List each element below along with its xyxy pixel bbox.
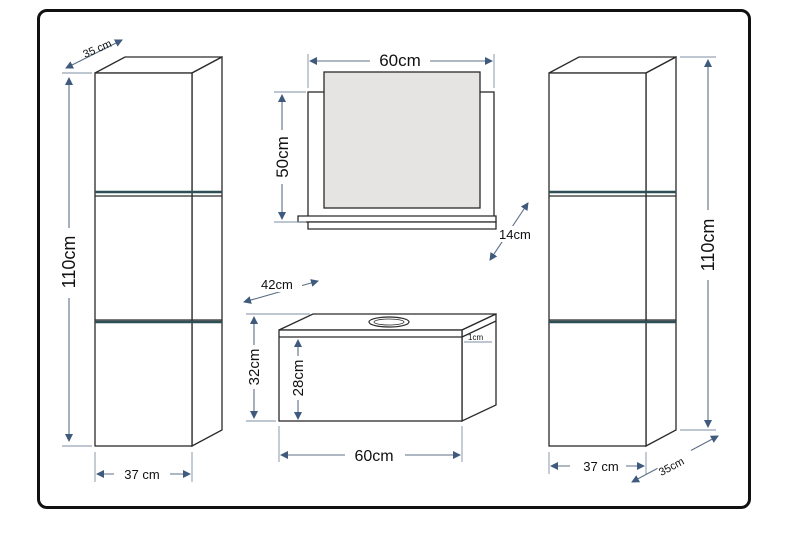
left-height-dimension: 110cm [59,72,92,447]
base-width-dimension: 60cm [278,426,463,465]
left-width-label: 37 cm [124,467,159,482]
top-thickness-label: 1cm [468,333,483,342]
left-height-label: 110cm [59,236,79,289]
mirror [297,71,497,230]
left-tall-cabinet [94,55,223,448]
base-depth-dimension: 42cm [243,276,319,304]
right-height-dimension: 110cm [680,56,718,431]
mirror-height-label: 50cm [273,136,292,178]
mirror-height-dimension: 50cm [272,91,306,223]
right-width-label: 37 cm [583,459,618,474]
base-vanity [278,312,497,423]
left-depth-label: 35 cm [81,38,113,61]
base-height-dimension: 32cm [244,313,310,422]
mirror-width-label: 60cm [379,51,421,70]
right-width-dimension: 37 cm [548,452,647,474]
shelf-depth-label: 14cm [499,227,531,242]
left-width-dimension: 37 cm [94,452,193,482]
top-thickness-dimension: 1cm [464,333,492,343]
base-depth-label: 42cm [261,277,293,292]
base-height-label: 32cm [246,349,263,386]
base-width-label: 60cm [354,448,393,465]
right-tall-cabinet [548,55,677,448]
mirror-width-dimension: 60cm [307,50,495,88]
drawer-height-label: 28cm [290,360,307,397]
right-height-label: 110cm [698,219,718,272]
shelf-depth-dimension: 14cm [489,202,540,261]
drawer-height-dimension: 28cm [288,339,308,420]
